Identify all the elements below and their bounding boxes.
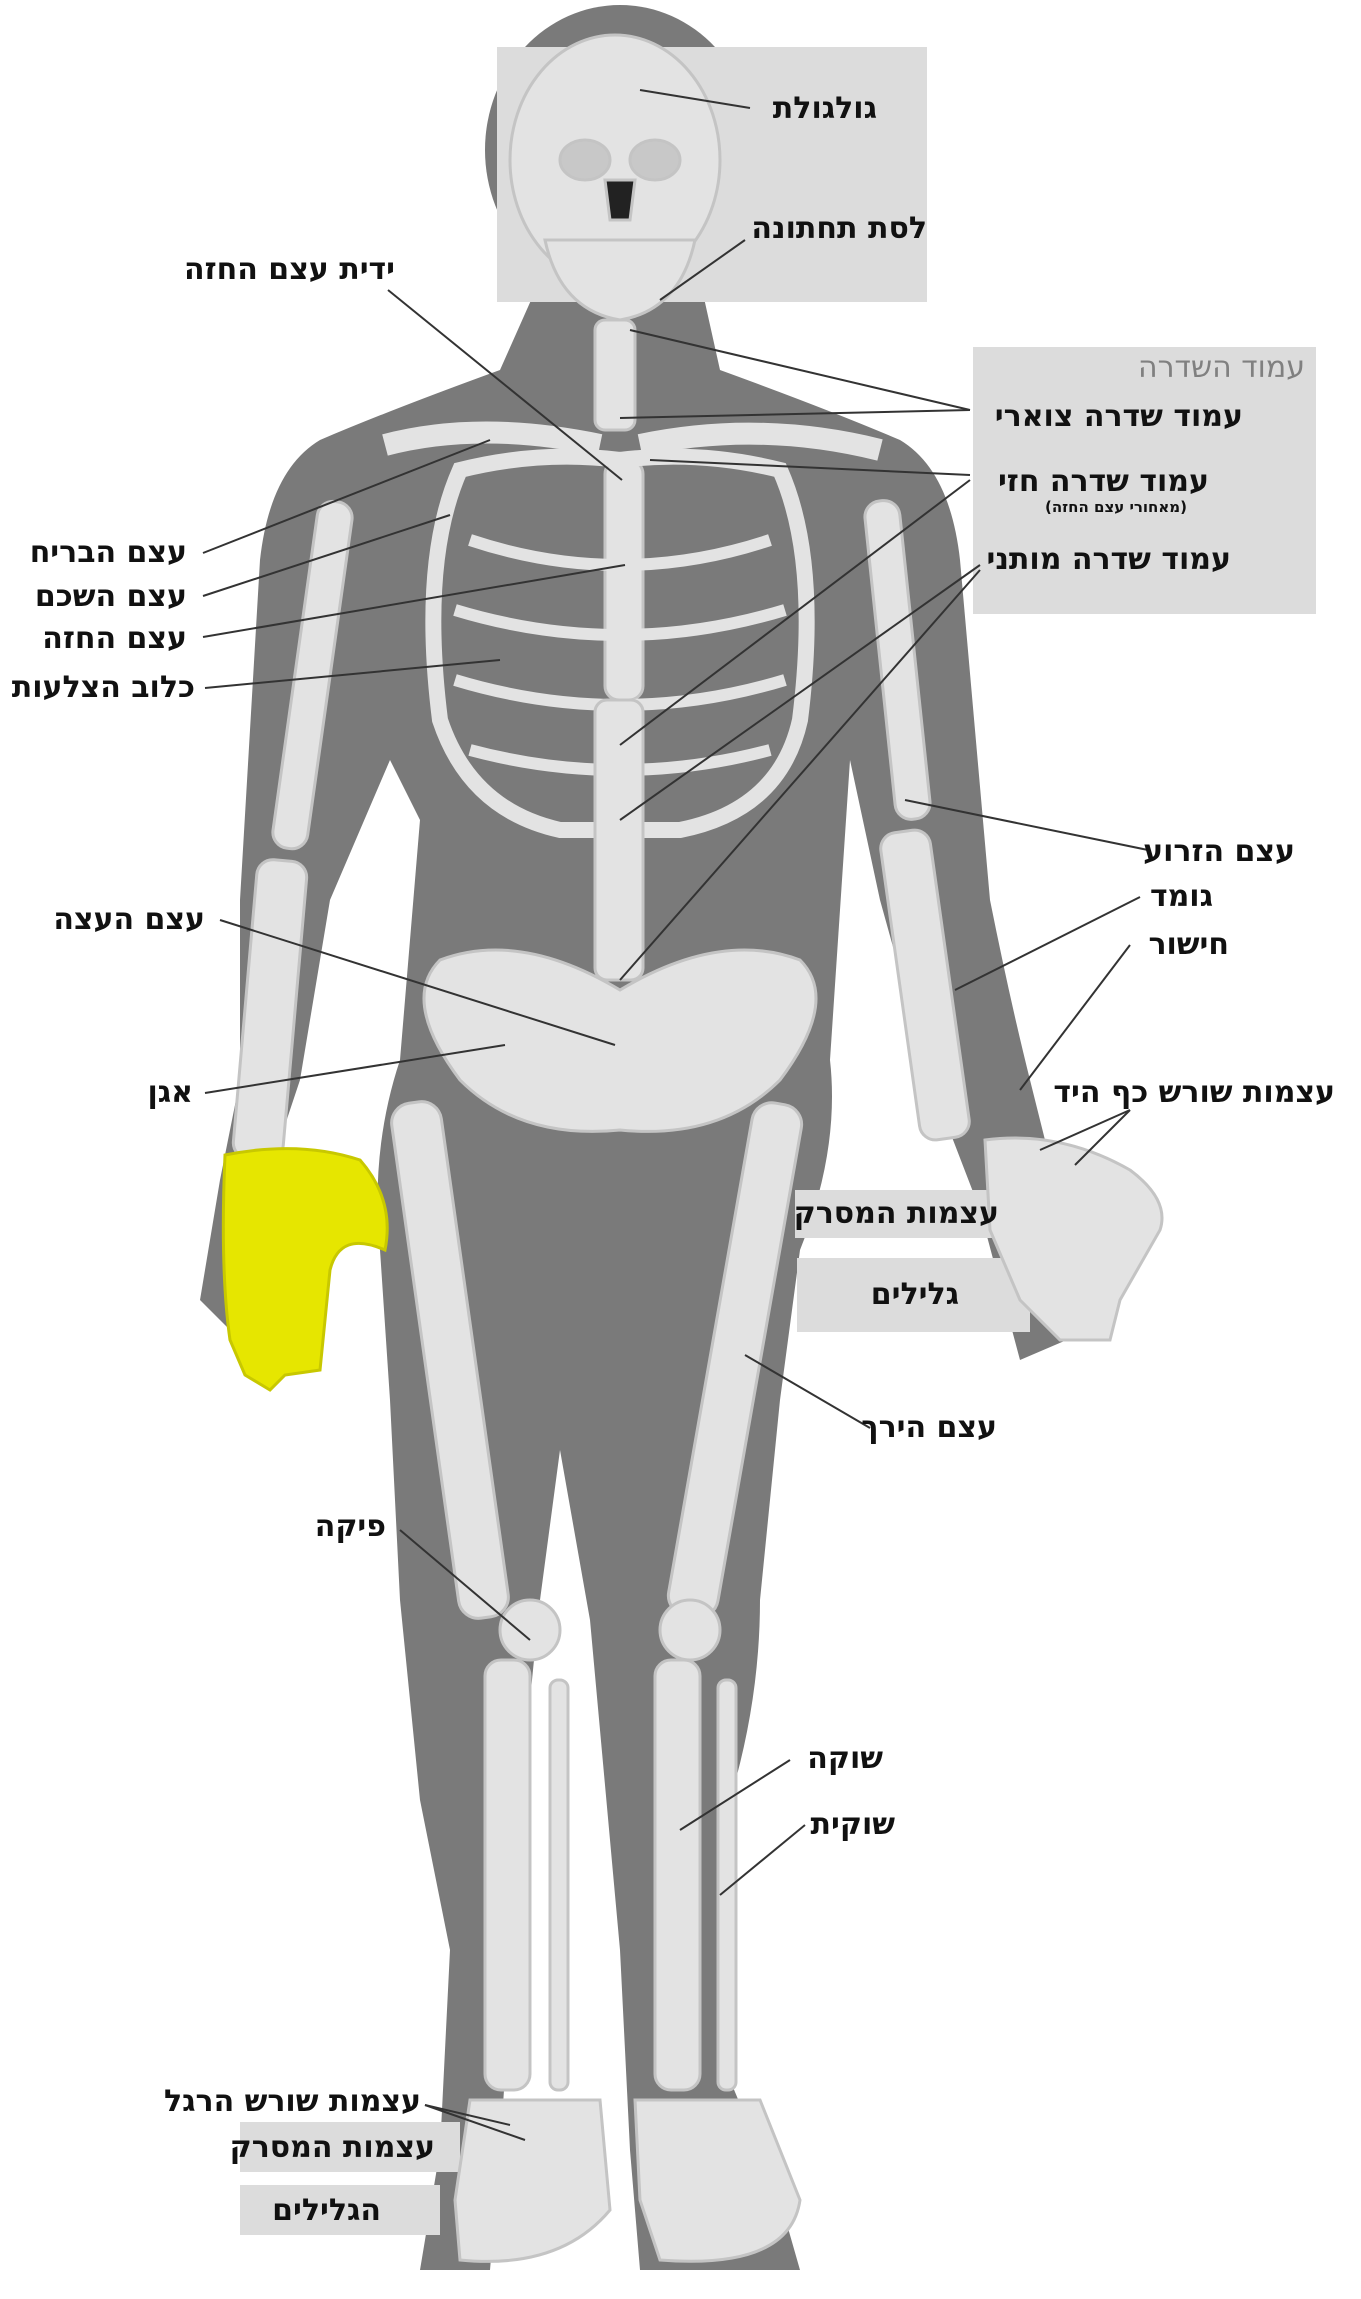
- label-phalanges-hand: גלילים: [871, 1280, 959, 1310]
- label-phalanges-foot: הגלילים: [272, 2196, 381, 2226]
- label-clavicle: עצם הבריח: [30, 538, 187, 568]
- label-spine-group: עמוד השדרה: [1138, 353, 1305, 383]
- label-humerus: עצם הזרוע: [1143, 837, 1295, 867]
- label-thoracic-note: (מאחורי עצם החזה): [1045, 500, 1187, 515]
- clavicle-left: [385, 433, 600, 446]
- label-fibula: שוקית: [811, 1810, 895, 1840]
- nose-hole: [605, 180, 635, 220]
- label-manubrium: ידית עצם החזה: [184, 255, 395, 285]
- cervical-spine: [595, 320, 635, 430]
- label-skull: גולגולת: [773, 94, 877, 124]
- foot-right: [635, 2100, 800, 2261]
- label-radius: חישור: [1148, 930, 1229, 960]
- tibia-left: [485, 1660, 530, 2090]
- label-tibia: שוקה: [807, 1744, 883, 1774]
- label-tarsals: עצמות שורש הרגל: [164, 2087, 421, 2117]
- sternum-bone: [605, 460, 643, 700]
- label-pelvis: אגן: [147, 1078, 193, 1108]
- fibula-left: [550, 1680, 568, 2090]
- leader-carpals-1: [1040, 1110, 1130, 1150]
- patella-right: [660, 1600, 720, 1660]
- label-scapula: עצם השכם: [35, 582, 187, 612]
- patella-left: [500, 1600, 560, 1660]
- label-patella: פיקה: [315, 1512, 386, 1542]
- leader-radius: [1020, 945, 1130, 1090]
- lumbar-spine: [595, 700, 643, 980]
- hand-highlight: [223, 1149, 387, 1390]
- label-thoracic: עמוד שדרה חזי: [998, 467, 1209, 497]
- label-ribcage: כלוב הצלעות: [12, 673, 195, 703]
- label-mandible: לסת תחתונה: [751, 214, 927, 244]
- label-sacrum: עצם העצה: [53, 905, 205, 935]
- label-carpals: עצמות שורש כף היד: [1053, 1078, 1335, 1108]
- label-ulna: גומד: [1150, 882, 1213, 912]
- label-sternum: עצם החזה: [42, 624, 187, 654]
- label-cervical: עמוד שדרה צוארי: [995, 402, 1243, 432]
- label-femur: עצם הירך: [861, 1413, 997, 1443]
- label-metatarsals: עצמות המסרק: [230, 2133, 435, 2163]
- tibia-right: [655, 1660, 700, 2090]
- label-metacarpals: עצמות המסרק: [794, 1199, 999, 1229]
- label-lumbar: עמוד שדרה מותני: [987, 545, 1232, 575]
